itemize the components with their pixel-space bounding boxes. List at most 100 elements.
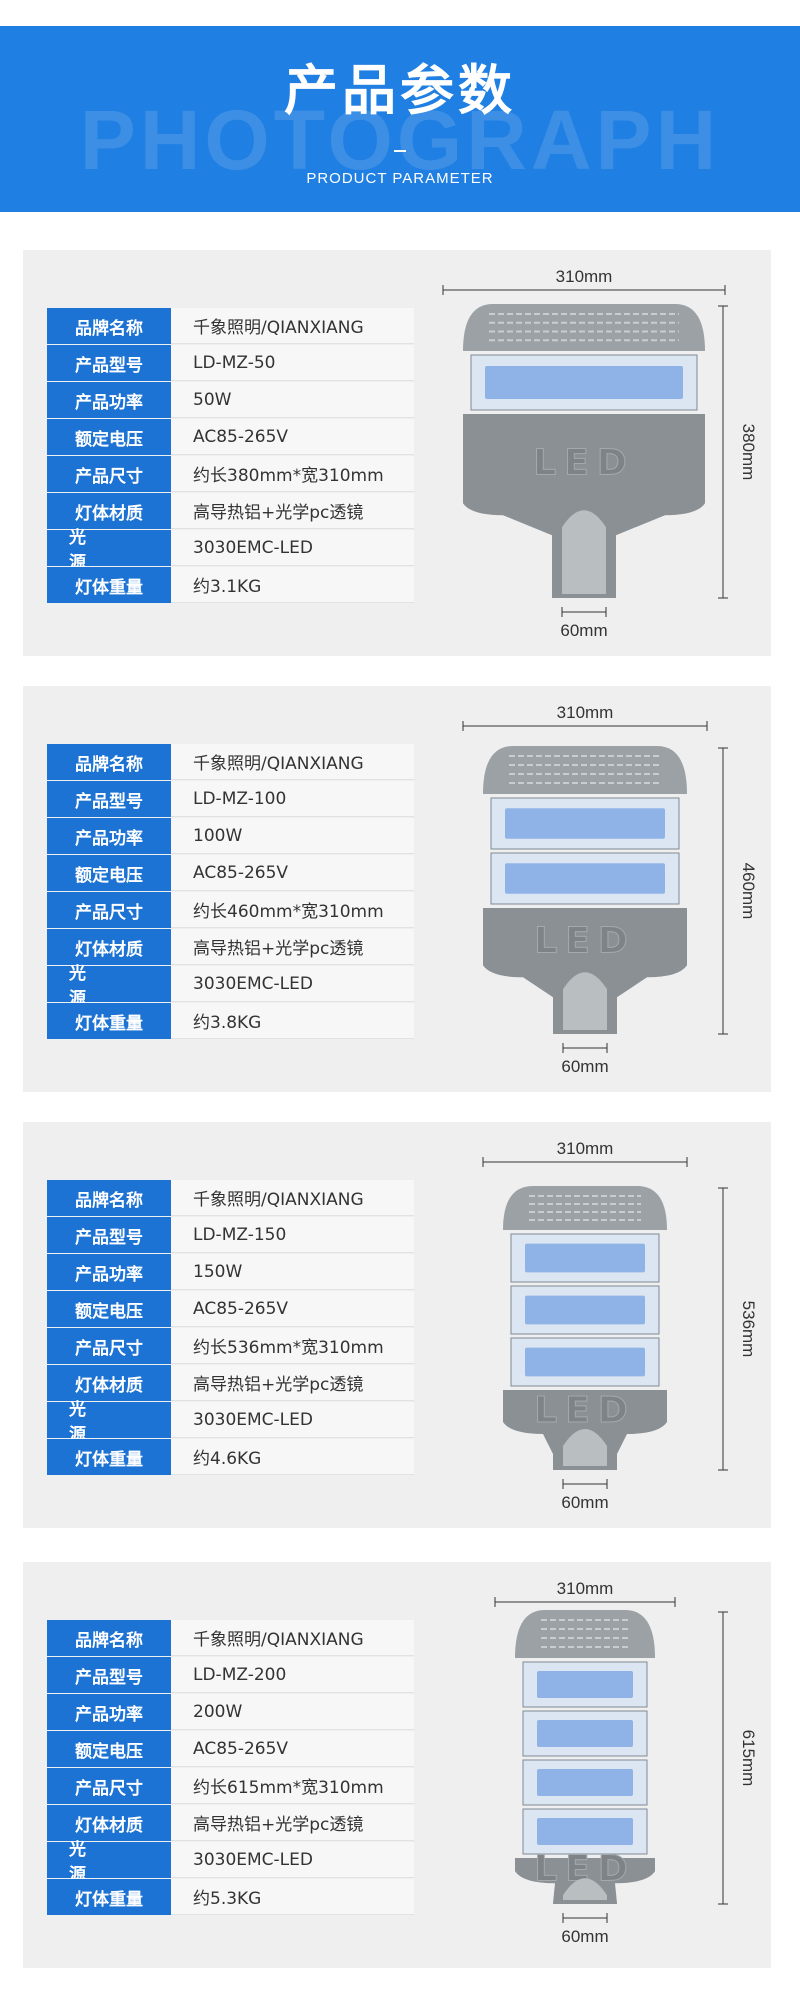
spec-label: 光 源 (47, 964, 171, 1009)
led-array (537, 1671, 633, 1698)
spec-value: 高导热铝+光学pc透镜 (171, 1805, 414, 1841)
spec-label: 品牌名称 (47, 1620, 171, 1656)
spec-value: 千象照明/QIANXIANG (171, 308, 414, 344)
spec-label: 产品功率 (47, 1254, 171, 1290)
spec-value: 约长615mm*宽310mm (171, 1768, 414, 1804)
spec-value: LD-MZ-100 (171, 781, 414, 817)
spec-row: 灯体重量约3.1KG (47, 567, 414, 603)
led-array (525, 1243, 645, 1273)
led-array (525, 1347, 645, 1377)
page-title: 产品参数 (284, 59, 516, 122)
spec-label: 产品尺寸 (47, 456, 171, 492)
spec-value: 约3.1KG (171, 567, 414, 603)
spec-label: 额定电压 (47, 1291, 171, 1327)
spec-label: 额定电压 (47, 419, 171, 455)
lamp-lower-body (463, 414, 705, 598)
spec-row: 品牌名称千象照明/QIANXIANG (47, 1180, 414, 1216)
lamp-lower-body (483, 908, 687, 1034)
spec-value: 约长460mm*宽310mm (171, 892, 414, 928)
spec-label: 灯体重量 (47, 567, 171, 603)
width-dimension-label: 310mm (557, 703, 614, 722)
spec-row: 品牌名称千象照明/QIANXIANG (47, 308, 414, 344)
spec-value: AC85-265V (171, 855, 414, 891)
spec-row: 灯体材质高导热铝+光学pc透镜 (47, 1365, 414, 1401)
spec-value: LD-MZ-200 (171, 1657, 414, 1693)
spec-value: 约长536mm*宽310mm (171, 1328, 414, 1364)
spec-value: 3030EMC-LED (171, 530, 414, 566)
spec-label: 产品型号 (47, 1657, 171, 1693)
neck-dimension-label: 60mm (560, 621, 607, 640)
spec-label: 灯体材质 (47, 1365, 171, 1401)
spec-row: 灯体重量约3.8KG (47, 1003, 414, 1039)
spec-row: 品牌名称千象照明/QIANXIANG (47, 1620, 414, 1656)
spec-value: 约4.6KG (171, 1439, 414, 1475)
spec-value: 约5.3KG (171, 1879, 414, 1915)
spec-label: 光 源 (47, 1840, 171, 1885)
spec-value: LD-MZ-150 (171, 1217, 414, 1253)
spec-value: 千象照明/QIANXIANG (171, 1180, 414, 1216)
spec-row: 产品尺寸约长536mm*宽310mm (47, 1328, 414, 1364)
spec-row: 产品尺寸约长460mm*宽310mm (47, 892, 414, 928)
lamp-logo: LED (534, 1390, 635, 1431)
spec-value: AC85-265V (171, 419, 414, 455)
spec-value: 千象照明/QIANXIANG (171, 744, 414, 780)
lamp-head-cap (515, 1610, 655, 1658)
spec-value: 200W (171, 1694, 414, 1730)
spec-label: 光 源 (47, 528, 171, 573)
length-dimension-label: 380mm (739, 424, 758, 481)
page-subtitle: PRODUCT PARAMETER (306, 170, 494, 187)
led-array (485, 366, 683, 399)
length-dimension-label: 460mm (739, 863, 758, 920)
led-array (537, 1720, 633, 1747)
spec-label: 产品型号 (47, 781, 171, 817)
spec-row: 产品尺寸约长380mm*宽310mm (47, 456, 414, 492)
lamp-head-cap (503, 1186, 667, 1230)
lamp-logo: LED (533, 443, 634, 484)
lamp-neck (563, 1429, 607, 1466)
neck-dimension-label: 60mm (561, 1057, 608, 1076)
title-divider (394, 150, 406, 152)
lamp-neck (563, 1878, 607, 1900)
spec-value: 千象照明/QIANXIANG (171, 1620, 414, 1656)
spec-label: 品牌名称 (47, 744, 171, 780)
header-bg-word: PHOTOGRAPH (79, 93, 721, 187)
spec-label: 灯体重量 (47, 1003, 171, 1039)
width-dimension-label: 310mm (557, 1139, 614, 1158)
spec-row: 灯体材质高导热铝+光学pc透镜 (47, 493, 414, 529)
spec-label: 品牌名称 (47, 1180, 171, 1216)
spec-value: 3030EMC-LED (171, 966, 414, 1002)
width-dimension-label: 310mm (556, 267, 613, 286)
spec-row: 灯体重量约5.3KG (47, 1879, 414, 1915)
spec-row: 灯体材质高导热铝+光学pc透镜 (47, 929, 414, 965)
spec-label: 产品尺寸 (47, 1328, 171, 1364)
spec-label: 灯体重量 (47, 1439, 171, 1475)
spec-label: 产品功率 (47, 382, 171, 418)
spec-label: 产品尺寸 (47, 1768, 171, 1804)
spec-row: 产品尺寸约长615mm*宽310mm (47, 1768, 414, 1804)
spec-value: 100W (171, 818, 414, 854)
spec-label: 产品功率 (47, 818, 171, 854)
spec-label: 灯体材质 (47, 1805, 171, 1841)
lamp-logo: LED (534, 921, 635, 962)
spec-label: 品牌名称 (47, 308, 171, 344)
